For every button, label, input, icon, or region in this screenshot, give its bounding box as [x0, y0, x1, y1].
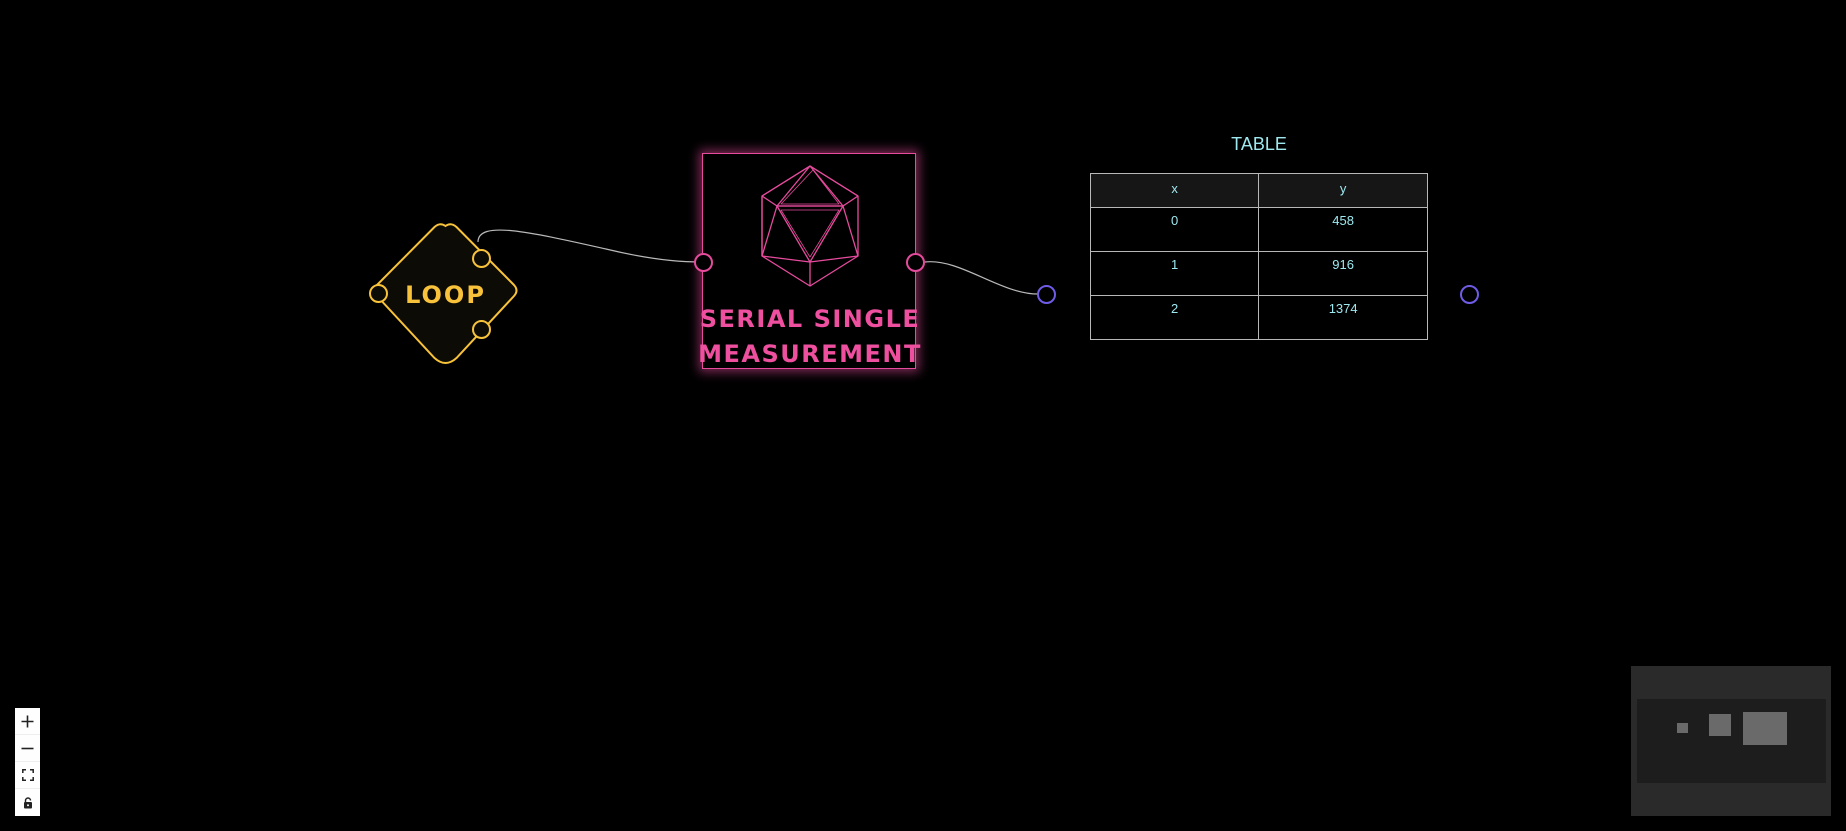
- table-cell: 916: [1258, 251, 1428, 296]
- table-output-handle[interactable]: [1460, 285, 1479, 304]
- serial-node-label: SERIAL SINGLE MEASUREMENT: [698, 305, 922, 368]
- loop-label: LOOP: [405, 280, 486, 309]
- table-cell: 2: [1089, 295, 1260, 340]
- fit-view-icon: [21, 769, 34, 781]
- table-node-title: TABLE: [1231, 134, 1287, 154]
- table-row: 1 916: [1089, 251, 1428, 296]
- lock-button[interactable]: [15, 789, 40, 816]
- table-header-row: x y: [1089, 173, 1428, 208]
- serial-input-handle[interactable]: [694, 253, 713, 272]
- table-cell: 458: [1258, 207, 1428, 252]
- lock-icon: [23, 796, 32, 808]
- flow-controls: [15, 708, 40, 816]
- loop-input-handle[interactable]: [369, 284, 388, 303]
- loop-node[interactable]: LOOP: [371, 222, 520, 367]
- table-cell: 0: [1089, 207, 1260, 252]
- minimap-node-serial: [1709, 714, 1731, 736]
- loop-end-output-handle[interactable]: [472, 320, 491, 339]
- fit-view-button[interactable]: [15, 762, 40, 789]
- table-cell: 1: [1089, 251, 1260, 296]
- icosahedron-icon: [761, 165, 859, 287]
- zoom-in-icon: [21, 715, 34, 727]
- minimap[interactable]: [1631, 666, 1831, 816]
- minimap-node-loop: [1677, 723, 1688, 733]
- table-row: 0 458: [1089, 207, 1428, 252]
- column-header-x: x: [1089, 173, 1260, 208]
- minimap-viewport[interactable]: [1637, 699, 1826, 783]
- column-header-y: y: [1258, 173, 1428, 208]
- table-input-handle[interactable]: [1037, 285, 1056, 304]
- table-node[interactable]: x y 0 458 1 916 2 1374: [1089, 173, 1428, 340]
- table-row: 2 1374: [1089, 295, 1428, 340]
- edge-serial-to-table: [924, 261, 1039, 295]
- zoom-out-icon: [21, 747, 34, 749]
- zoom-in-button[interactable]: [15, 708, 40, 735]
- zoom-out-button[interactable]: [15, 735, 40, 762]
- serial-output-handle[interactable]: [906, 253, 925, 272]
- minimap-node-table: [1743, 712, 1787, 745]
- table-cell: 1374: [1258, 295, 1428, 340]
- loop-body-output-handle[interactable]: [472, 249, 491, 268]
- serial-single-measurement-node[interactable]: SERIAL SINGLE MEASUREMENT: [698, 153, 920, 369]
